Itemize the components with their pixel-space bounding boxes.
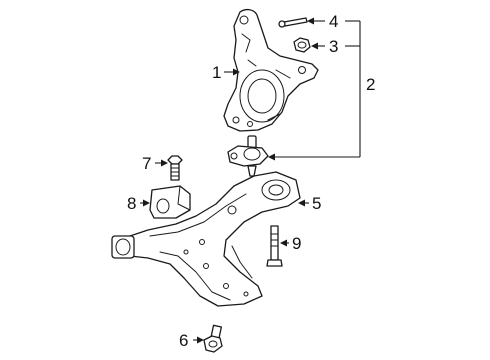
ball-joint: [227, 135, 269, 177]
bushing: [149, 185, 191, 219]
bolt-6: [203, 324, 223, 353]
bolt-7: [167, 155, 183, 181]
callout-7: 7: [142, 154, 151, 173]
callout-4: 4: [329, 12, 338, 31]
cotter-pin: [278, 17, 308, 28]
callout-2: 2: [366, 75, 375, 94]
lower-control-arm: [111, 171, 301, 307]
steering-knuckle: [223, 8, 319, 132]
castle-nut: [293, 37, 311, 53]
callout-9: 9: [292, 234, 301, 253]
callout-leaders: [140, 17, 361, 344]
callout-8: 8: [127, 194, 136, 213]
callout-1: 1: [212, 63, 221, 82]
callout-5: 5: [312, 194, 321, 213]
bolt-9: [266, 225, 283, 267]
callout-6: 6: [179, 331, 188, 350]
callout-3: 3: [329, 37, 338, 56]
